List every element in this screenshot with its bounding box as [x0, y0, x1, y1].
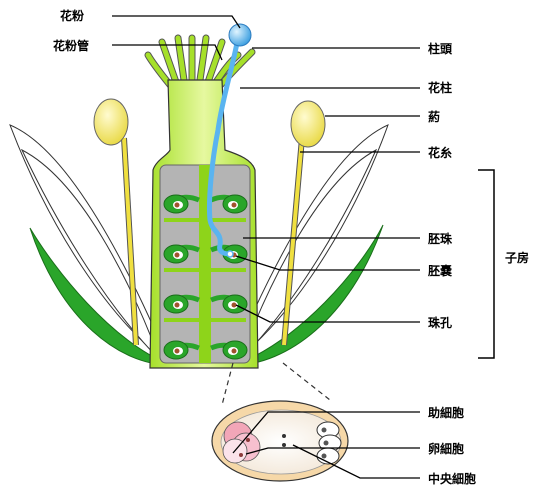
ovary-bracket — [478, 170, 494, 358]
label-synergid: 助細胞 — [428, 405, 464, 420]
label-ovary: 子房 — [505, 250, 529, 265]
label-style: 花柱 — [428, 80, 452, 95]
anther-left-icon — [94, 99, 128, 145]
embryo-sac-inset — [212, 401, 348, 481]
label-pollen: 花粉 — [60, 8, 84, 23]
label-filament: 花糸 — [428, 145, 452, 160]
leader-pollen — [112, 16, 240, 28]
anther-right-icon — [291, 101, 325, 147]
label-embryo-sac: 胚嚢 — [428, 263, 453, 278]
label-egg-cell: 卵細胞 — [428, 441, 464, 456]
label-micropyle: 珠孔 — [428, 315, 452, 330]
zoom-lines — [222, 363, 330, 405]
label-central-cell: 中央細胞 — [428, 471, 476, 486]
label-ovule: 胚珠 — [428, 231, 453, 246]
label-stigma: 柱頭 — [428, 41, 453, 56]
leader-embryo-sac — [236, 256, 420, 270]
label-pollen-tube: 花粉管 — [53, 38, 89, 53]
label-anther: 葯 — [428, 109, 440, 124]
